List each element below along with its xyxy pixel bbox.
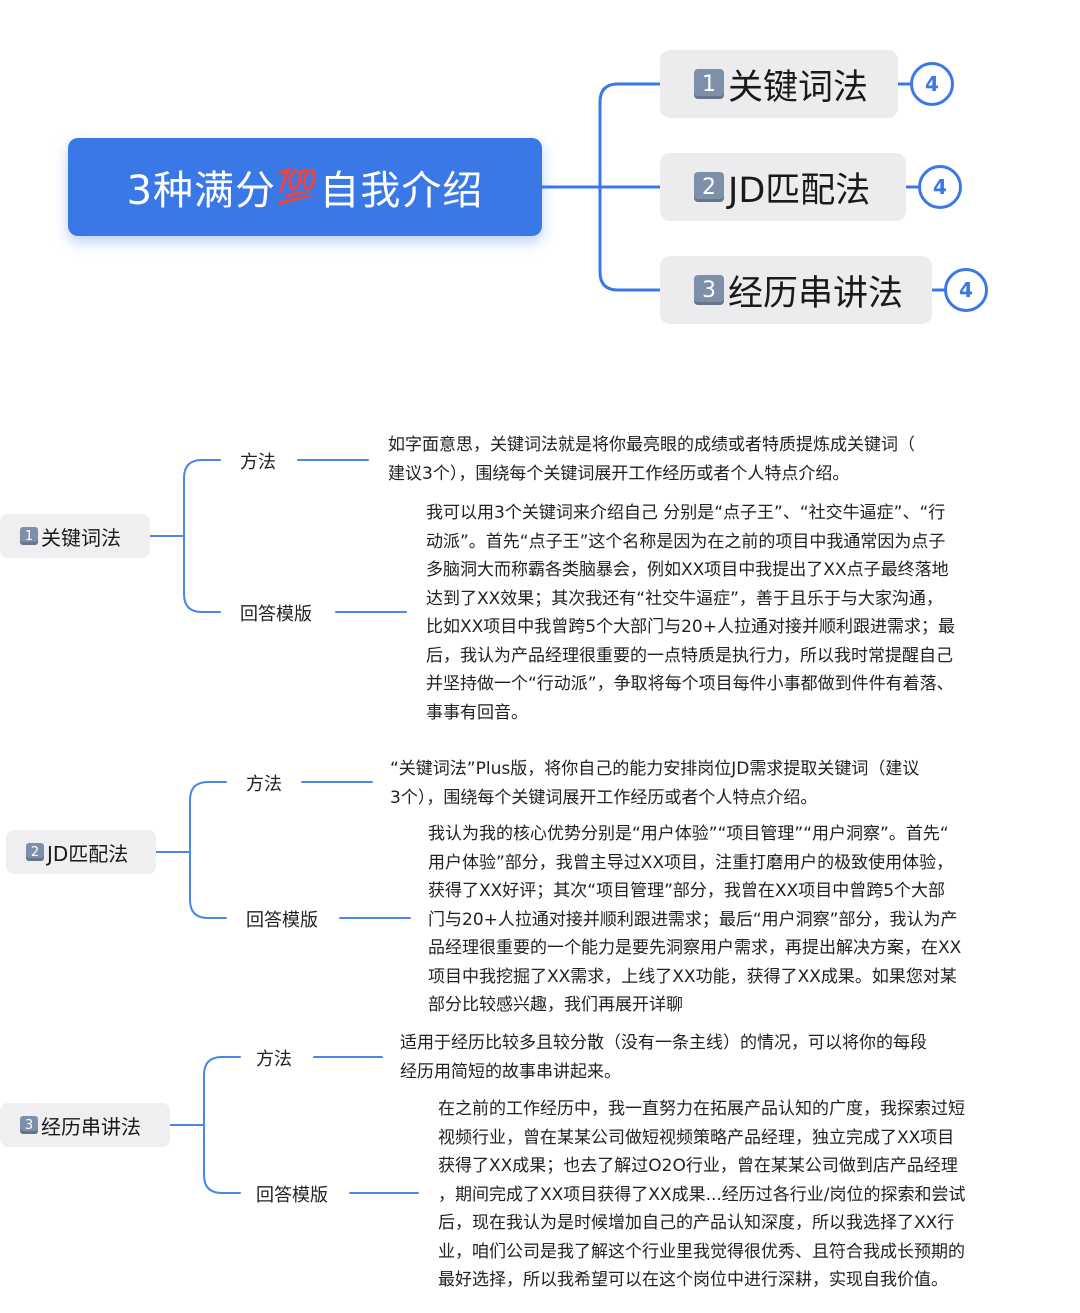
- text-line: 并坚持做一个“行动派”，争取将每个项目每件小事都做到件件有着落、: [426, 674, 954, 694]
- text-line: 视频行业，曾在某某公司做短视频策略产品经理，独立完成了XX项目: [438, 1127, 955, 1148]
- branch-keyword-method[interactable]: 1 关键词法: [660, 50, 898, 118]
- hundred-points-icon: 💯: [276, 167, 320, 207]
- branch-label: JD匹配法: [728, 170, 871, 211]
- method-label: 方法: [246, 774, 282, 795]
- text-line: 后，现在我认为是时候增加自己的产品认知深度，所以我选择了XX行: [438, 1213, 955, 1233]
- text-line: 事事有回音。: [426, 702, 528, 723]
- text-line: 建议3个），围绕每个关键词展开工作经历或者个人特点介绍。: [388, 463, 850, 484]
- central-topic-title-b: 自我介绍: [319, 168, 484, 214]
- topic-label: JD匹配法: [47, 841, 129, 866]
- topic-label: 关键词法: [41, 525, 121, 550]
- text-line: 如字面意思，关键词法就是将你最亮眼的成绩或者特质提炼成关键词（: [388, 435, 915, 455]
- text-line: 我可以用3个关键词来介绍自己 分别是“点子王”、“社交牛逼症”、“行: [426, 503, 946, 523]
- number-2-icon: 2: [26, 843, 44, 861]
- number-3-icon: 3: [20, 1116, 38, 1134]
- text-line: 经历用简短的故事串讲起来。: [400, 1061, 621, 1082]
- text-line: 在之前的工作经历中，我一直努力在拓展产品认知的广度，我探索过短: [438, 1099, 965, 1119]
- text-line: 门与20+人拉通对接并顺利跟进需求；最后“用户洞察”部分，我认为产: [428, 909, 958, 930]
- text-line: 适用于经历比较多且较分散（没有一条主线）的情况，可以将你的每段: [400, 1033, 927, 1053]
- method-description: 如字面意思，关键词法就是将你最亮眼的成绩或者特质提炼成关键词（ 建议3个），围绕…: [388, 431, 915, 488]
- number-2-icon: 2: [694, 172, 724, 202]
- method-label: 方法: [256, 1049, 292, 1070]
- branch-jd-match-method[interactable]: 2 JD匹配法: [660, 153, 906, 221]
- text-line: 用户体验”部分，我曾主导过XX项目，注重打磨用户的极致使用体验，: [428, 852, 954, 873]
- answer-template-text: 我可以用3个关键词来介绍自己 分别是“点子王”、“社交牛逼症”、“行 动派”。首…: [426, 499, 955, 727]
- central-topic-title-a: 3种满分: [126, 168, 277, 214]
- text-line: 部分比较感兴趣，我们再展开详聊: [428, 995, 683, 1015]
- text-line: 动派”。首先“点子王”这个名称是因为在之前的项目中我通常因为点子: [426, 531, 946, 552]
- method-description: “关键词法”Plus版，将你自己的能力安排岗位JD需求提取关键词（建议 3个），…: [390, 755, 919, 812]
- text-line: 品经理很重要的一个能力是要先洞察用户需求，再提出解决方案，在XX: [428, 938, 962, 958]
- text-line: 比如XX项目中我曾跨5个大部门与20+人拉通对接并顺利跟进需求；最: [426, 617, 955, 637]
- topic-label: 经历串讲法: [41, 1114, 141, 1139]
- answer-template-label: 回答模版: [256, 1185, 328, 1206]
- number-1-icon: 1: [694, 69, 724, 99]
- branch-label: 关键词法: [728, 67, 869, 108]
- answer-template-label: 回答模版: [240, 604, 312, 625]
- text-line: 达到了XX效果；其次我还有“社交牛逼症”，善于且乐于与大家沟通，: [426, 588, 943, 609]
- text-line: 获得了XX好评；其次“项目管理”部分，我曾在XX项目中曾跨5个大部: [428, 881, 946, 901]
- text-line: 多脑洞大而称霸各类脑暴会，例如XX项目中我提出了XX点子最终落地: [426, 560, 949, 580]
- branch-experience-method[interactable]: 3 经历串讲法: [660, 256, 932, 324]
- central-topic[interactable]: 3种满分 💯 自我介绍: [68, 138, 542, 236]
- topic-experience-method[interactable]: 3 经历串讲法: [0, 1103, 170, 1147]
- text-line: 我认为我的核心优势分别是“用户体验”“项目管理”“用户洞察”。首先“: [428, 824, 949, 844]
- answer-template-label: 回答模版: [246, 910, 318, 931]
- text-line: 3个），围绕每个关键词展开工作经历或者个人特点介绍。: [390, 787, 818, 808]
- text-line: ，期间完成了XX项目获得了XX成果...经历过各行业/岗位的探索和尝试: [438, 1184, 966, 1205]
- answer-template-text: 在之前的工作经历中，我一直努力在拓展产品认知的广度，我探索过短 视频行业，曾在某…: [438, 1095, 966, 1295]
- topic-keyword-method[interactable]: 1 关键词法: [0, 514, 150, 558]
- number-3-icon: 3: [694, 275, 724, 305]
- answer-template-text: 我认为我的核心优势分别是“用户体验”“项目管理”“用户洞察”。首先“ 用户体验”…: [428, 820, 961, 1020]
- method-description: 适用于经历比较多且较分散（没有一条主线）的情况，可以将你的每段 经历用简短的故事…: [400, 1029, 927, 1086]
- topic-jd-match-method[interactable]: 2 JD匹配法: [6, 830, 156, 874]
- text-line: 获得了XX成果；也去了解过O2O行业，曾在某某公司做到店产品经理: [438, 1156, 958, 1176]
- method-label: 方法: [240, 452, 276, 473]
- text-line: 后，我认为产品经理很重要的一点特质是执行力，所以我时常提醒自己: [426, 645, 953, 666]
- collapsed-count-badge[interactable]: 4: [910, 62, 954, 106]
- text-line: 项目中我挖掘了XX需求，上线了XX功能，获得了XX成果。如果您对某: [428, 966, 957, 987]
- collapsed-count-badge[interactable]: 4: [944, 268, 988, 312]
- text-line: 最好选择，所以我希望可以在这个岗位中进行深耕，实现自我价值。: [438, 1270, 948, 1290]
- text-line: 业，咱们公司是我了解这个行业里我觉得很优秀、且符合我成长预期的: [438, 1241, 965, 1262]
- branch-label: 经历串讲法: [728, 273, 904, 314]
- number-1-icon: 1: [20, 527, 38, 545]
- collapsed-count-badge[interactable]: 4: [918, 165, 962, 209]
- text-line: “关键词法”Plus版，将你自己的能力安排岗位JD需求提取关键词（建议: [390, 759, 920, 779]
